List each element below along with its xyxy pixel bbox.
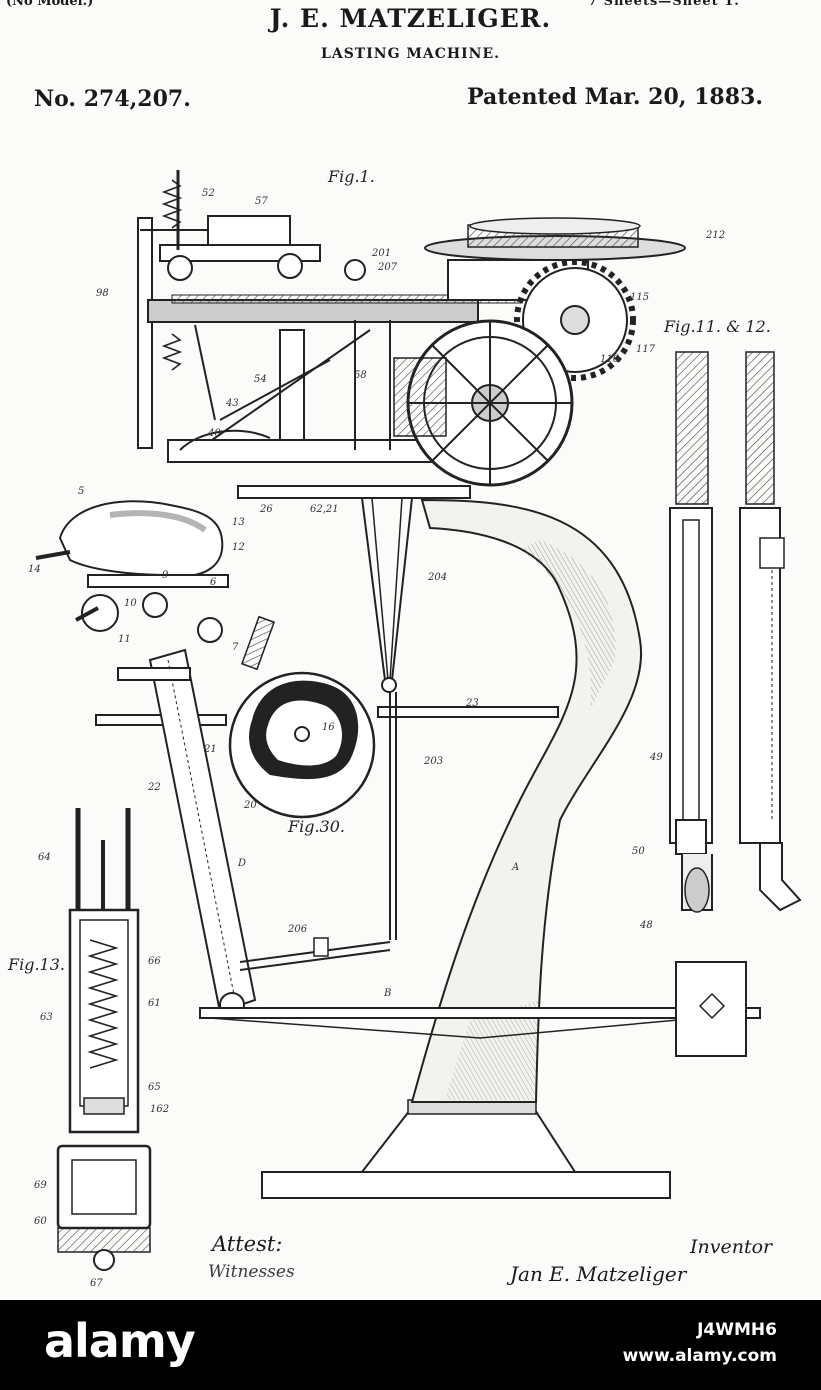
reference-numeral: 5 [78,486,84,497]
reference-numeral: 162 [150,1104,169,1115]
reference-numeral: 7 [232,642,239,653]
patent-drawing: Fig.1. [7,167,802,1289]
reference-numeral: 117 [636,344,656,355]
reference-numeral: 52 [202,188,215,199]
reference-numeral: 50 [632,846,645,857]
column-shading [520,540,616,710]
reference-numeral: 11 [118,634,131,645]
reference-numeral: 48 [639,920,653,931]
alamy-logo: alamy [44,1314,196,1368]
main-column [410,498,643,1103]
attest-label: Attest: [212,1232,283,1256]
reference-numeral: 65 [148,1082,161,1093]
sheet-count: 7 Sheets—Sheet 1. [588,0,740,9]
reference-numeral: 61 [148,998,161,1009]
reference-numeral: 69 [34,1180,47,1191]
watermark-url: www.alamy.com [622,1346,777,1366]
patent-number: No. 274,207. [34,86,191,112]
reference-numeral: 206 [287,924,308,935]
reference-numeral: 64 [38,852,51,863]
fig1-label: Fig.1. [327,167,375,186]
reference-numeral: 207 [377,262,398,273]
base-plate [261,1171,671,1199]
reference-numeral: 43 [225,398,239,409]
reference-numeral: 54 [254,374,267,385]
reference-numeral: 10 [124,598,137,609]
spring-52 [161,179,183,229]
reference-numeral: 26 [259,504,273,515]
reference-numeral: 116 [600,354,620,365]
reference-numeral: 67 [90,1278,103,1289]
patent-sheet: (No Model.) 7 Sheets—Sheet 1. J. E. MATZ… [6,0,802,1289]
patent-date: Patented Mar. 20, 1883. [467,84,763,110]
reference-numeral: 57 [255,196,268,207]
reference-numeral: 40 [207,428,221,439]
inventor-signature: Jan E. Matzeliger [510,1262,687,1286]
witness-signatures: Witnesses [208,1262,295,1282]
shoe-last [58,500,224,577]
reference-numeral: 16 [322,722,335,733]
fig13-label: Fig.13. [7,955,65,974]
reference-numeral: 203 [423,756,443,767]
lever-D [148,648,257,1014]
reference-numeral: 49 [649,752,663,763]
reference-numeral: 23 [465,698,479,709]
reference-numeral: 13 [232,517,245,528]
fig12-tool [739,351,802,912]
model-note: (No Model.) [6,0,94,9]
watermark-bar: alamy J4WMH6 www.alamy.com [0,1300,821,1390]
fig11-12-label: Fig.11. & 12. [663,317,771,336]
reference-numeral: 62,21 [310,504,339,515]
inventor-label: Inventor [690,1236,773,1258]
column-lower-shading [445,1000,540,1100]
reference-numerals: 52 57 98 212 201 207 115 116 117 58 54 4… [28,188,725,1289]
reference-numeral: 204 [427,572,447,583]
reference-numeral: 66 [148,956,161,967]
top-lever-57 [207,215,291,247]
reference-numeral: B [383,988,391,999]
lower-rail [237,485,471,499]
fig11-tool [669,351,713,913]
reference-numeral: 12 [232,542,245,553]
reference-numeral: 22 [147,782,161,793]
reference-numeral: 14 [28,564,41,575]
fig13-spindle [56,808,152,1271]
reference-numeral: 6 [210,577,217,588]
reference-numeral: 63 [40,1012,53,1023]
reference-numeral: 58 [354,370,367,381]
image-id: J4WMH6 [697,1320,777,1340]
reference-numeral: 201 [371,248,391,259]
patent-title: LASTING MACHINE. [320,46,501,62]
reference-numeral: 21 [203,744,217,755]
reference-numeral: 20 [243,800,257,811]
head-post [137,217,153,449]
treadle-B [199,1007,761,1019]
inventor-name: J. E. MATZELIGER. [269,4,552,33]
reference-numeral: 60 [34,1216,47,1227]
reference-numeral: 9 [162,570,169,581]
reference-numeral: 115 [630,292,649,303]
lever-arm [159,244,321,262]
reference-numeral: A [511,862,519,873]
base-foot [359,1109,577,1173]
fig30-label: Fig.30. [287,817,345,836]
bar-23 [377,706,559,718]
reference-numeral: D [237,858,246,869]
reference-numeral: 98 [96,288,109,299]
reference-numeral: 212 [705,230,725,241]
